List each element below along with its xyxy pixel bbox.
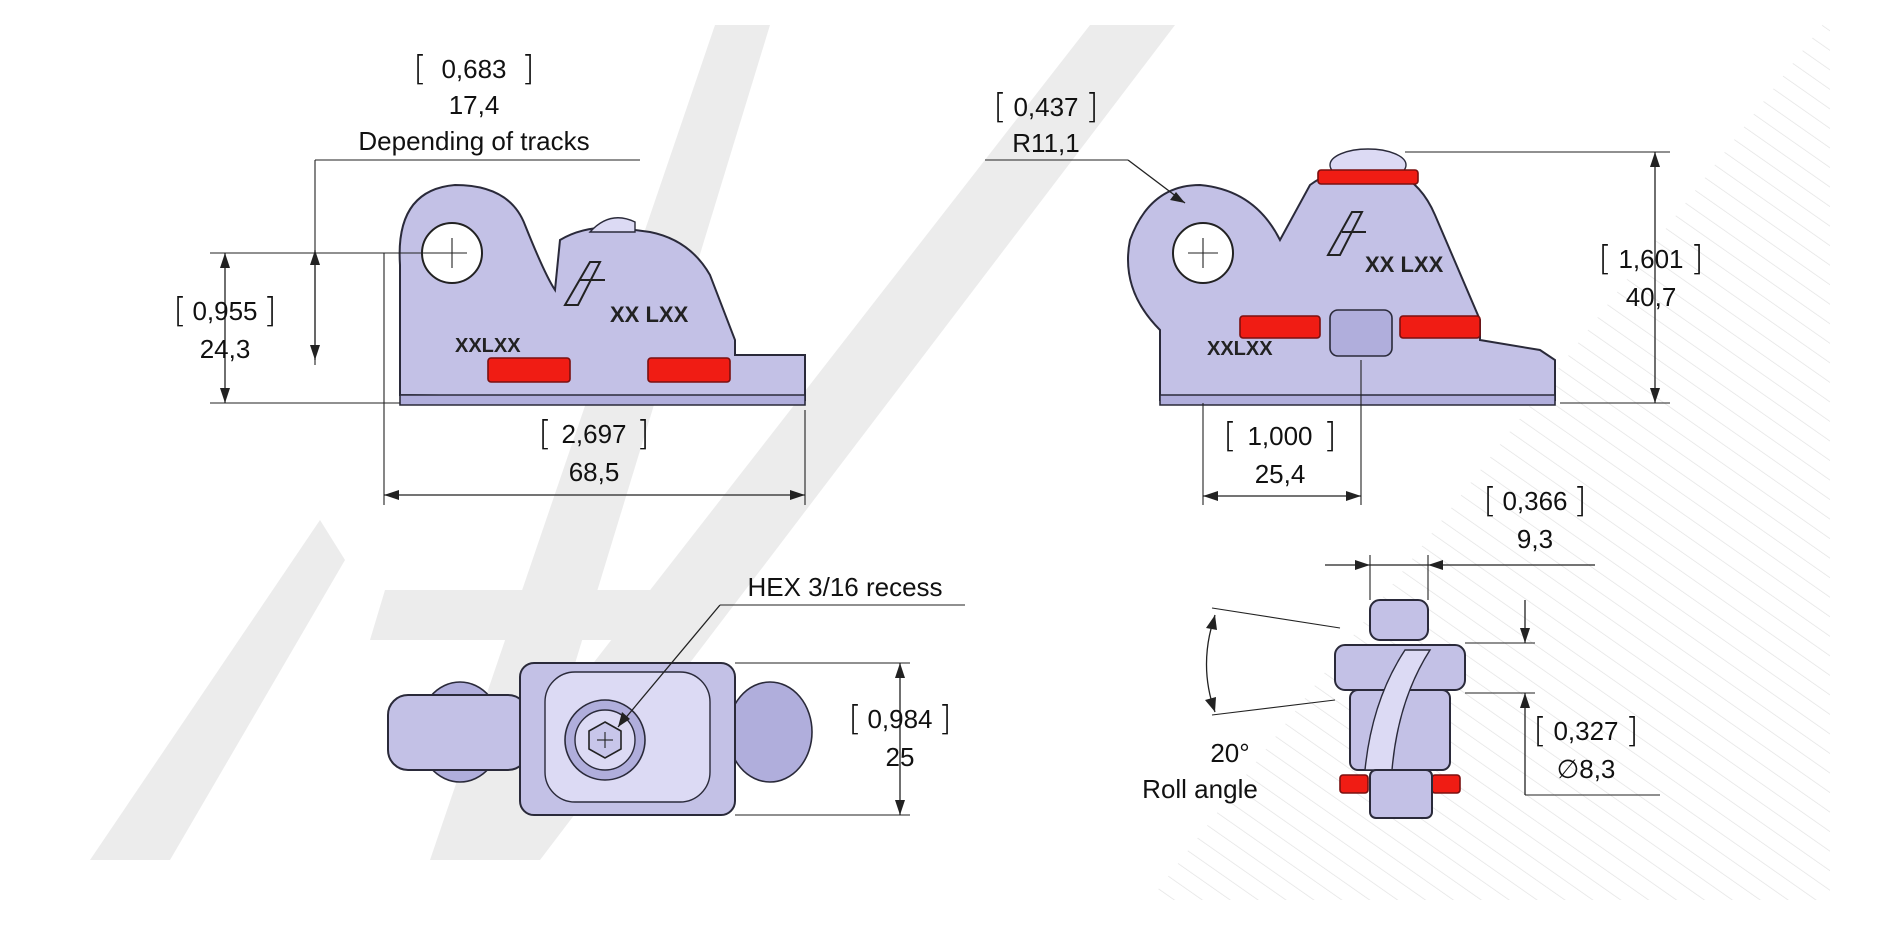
anchor-logo-icon — [563, 261, 605, 306]
svg-text:]: ] — [1573, 481, 1586, 521]
front-spacing-dimension: [ ] 1,000 25,4 — [1202, 360, 1362, 505]
roll-angle-value: 20° — [1210, 738, 1249, 768]
end-thickness-mm: 9,3 — [1517, 524, 1553, 554]
top-width-dimension: [ ] 0,984 25 — [735, 662, 952, 816]
svg-text:[: [ — [1598, 239, 1611, 279]
front-height-dimension: [ ] 1,601 40,7 — [1405, 151, 1704, 404]
svg-text:[: [ — [1533, 711, 1546, 751]
svg-text:[: [ — [848, 699, 861, 739]
svg-text:]: ] — [636, 414, 649, 454]
hex-recess-callout: HEX 3/16 recess — [617, 572, 965, 728]
front-spacing-inch: 1,000 — [1247, 421, 1312, 451]
side-track-offset-dimension: [ ] 0,683 17,4 Depending of tracks — [310, 49, 640, 365]
end-diameter-mm: ∅8,3 — [1557, 754, 1616, 784]
side-marking-small: XXLXX — [455, 335, 521, 357]
side-height-inch: 0,955 — [192, 296, 257, 326]
front-view-part: XXLXX XX LXX — [1127, 148, 1556, 406]
svg-text:[: [ — [993, 87, 1006, 127]
end-view: [ ] 0,366 9,3 [ ] 0,327 ∅8,3 20° — [1142, 481, 1660, 819]
side-height-mm: 24,3 — [200, 334, 251, 364]
top-width-mm: 25 — [886, 742, 915, 772]
svg-text:[: [ — [1223, 416, 1236, 456]
svg-text:]: ] — [263, 291, 276, 331]
end-thickness-inch: 0,366 — [1502, 486, 1567, 516]
track-offset-note: Depending of tracks — [358, 126, 589, 156]
top-width-inch: 0,984 — [867, 704, 932, 734]
top-view-part — [387, 662, 813, 816]
track-offset-mm: 17,4 — [449, 90, 500, 120]
front-spacing-mm: 25,4 — [1255, 459, 1306, 489]
end-diameter-inch: 0,327 — [1553, 716, 1618, 746]
watermark-logo — [90, 25, 1175, 860]
front-radius-mm: R11,1 — [1012, 128, 1079, 158]
svg-text:]: ] — [521, 49, 534, 89]
front-marking-large: XX LXX — [1365, 252, 1444, 277]
track-offset-inch: 0,683 — [441, 54, 506, 84]
end-view-part — [1334, 599, 1466, 819]
side-view-part: XXLXX XX LXX — [398, 183, 806, 406]
svg-text:]: ] — [1625, 711, 1638, 751]
end-thickness-dimension: [ ] 0,366 9,3 — [1325, 481, 1595, 600]
svg-text:]: ] — [1085, 87, 1098, 127]
front-radius-dimension: [ ] 0,437 R11,1 — [985, 87, 1186, 204]
front-radius-inch: 0,437 — [1013, 92, 1078, 122]
svg-text:[: [ — [1483, 481, 1496, 521]
svg-text:[: [ — [538, 414, 551, 454]
hex-recess-label: HEX 3/16 recess — [747, 572, 942, 602]
front-view: XXLXX XX LXX [ ] 0,437 R11,1 [ ] 1,601 4… — [985, 87, 1704, 505]
svg-text:]: ] — [938, 699, 951, 739]
svg-text:[: [ — [173, 291, 186, 331]
front-height-inch: 1,601 — [1618, 244, 1683, 274]
side-length-mm: 68,5 — [569, 457, 620, 487]
svg-text:]: ] — [1690, 239, 1703, 279]
roll-angle-dimension: 20° Roll angle — [1142, 607, 1341, 804]
anchor-logo-icon — [1326, 211, 1366, 256]
side-marking-large: XX LXX — [610, 302, 689, 327]
roll-angle-label: Roll angle — [1142, 774, 1258, 804]
front-marking-small: XXLXX — [1207, 338, 1273, 360]
front-height-mm: 40,7 — [1626, 282, 1677, 312]
svg-text:]: ] — [1323, 416, 1336, 456]
svg-text:[: [ — [413, 49, 426, 89]
side-height-dimension: [ ] 0,955 24,3 — [173, 252, 440, 404]
side-length-dimension: [ ] 2,697 68,5 — [383, 253, 806, 505]
side-view: XXLXX XX LXX [ ] 0,683 17,4 Depending of… — [173, 49, 806, 505]
end-diameter-dimension: [ ] 0,327 ∅8,3 — [1465, 600, 1660, 796]
top-view: HEX 3/16 recess [ ] 0,984 25 — [387, 572, 965, 816]
side-length-inch: 2,697 — [561, 419, 626, 449]
